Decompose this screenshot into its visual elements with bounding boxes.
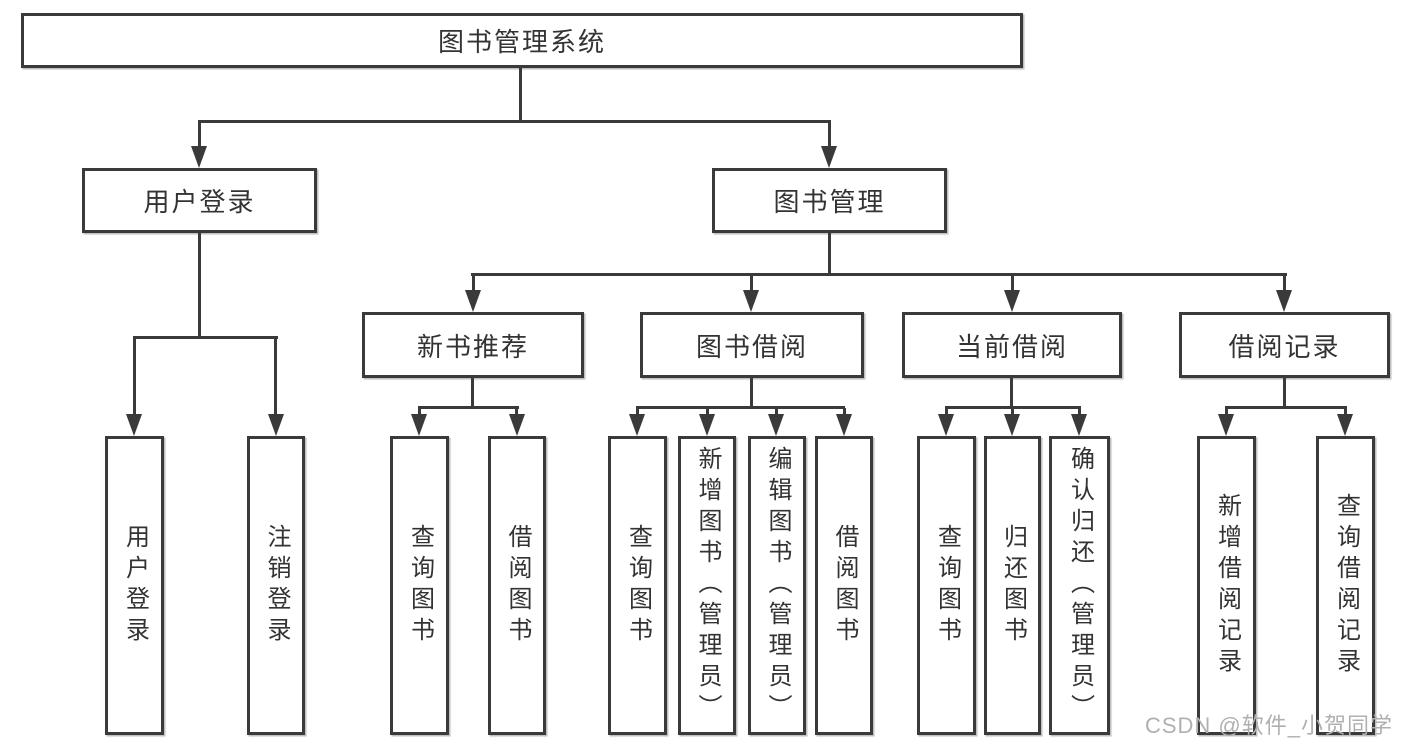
leaf-records-query: 查询借阅记录: [1316, 436, 1375, 735]
connector-to-mgmt: [828, 122, 831, 148]
arrow-down-icon: [509, 414, 525, 436]
connector-leaf-stem: [636, 408, 639, 416]
connector-login-rail: [133, 336, 278, 339]
arrow-down-icon: [629, 414, 645, 436]
connector-to-borrow: [750, 275, 753, 292]
arrow-down-icon: [268, 414, 284, 436]
connector-borrow-stem: [750, 378, 753, 408]
connector-current-rail: [945, 406, 1081, 409]
connector-leaf-stem: [775, 408, 778, 416]
arrow-down-icon: [836, 414, 852, 436]
node-borrow: 图书借阅: [640, 312, 864, 378]
connector-records-stem: [1283, 378, 1286, 408]
leaf-user-login: 用户登录: [105, 436, 164, 735]
arrow-down-icon: [743, 290, 759, 312]
connector-root-rail: [198, 120, 831, 123]
arrow-down-icon: [1337, 414, 1353, 436]
node-records: 借阅记录: [1179, 312, 1390, 378]
connector-leaf-stem: [1225, 408, 1228, 416]
connector-to-logout: [274, 339, 277, 416]
arrow-down-icon: [126, 414, 142, 436]
connector-login-stem: [198, 233, 201, 338]
leaf-newbook-borrow: 借阅图书: [488, 436, 546, 735]
leaf-borrow-borrow: 借阅图书: [815, 436, 873, 735]
connector-to-records: [1283, 275, 1286, 292]
arrow-down-icon: [1071, 414, 1087, 436]
arrow-down-icon: [821, 146, 837, 168]
arrow-down-icon: [1218, 414, 1234, 436]
node-newbook: 新书推荐: [362, 312, 584, 378]
leaf-current-return: 归还图书: [984, 436, 1041, 735]
connector-leaf-stem: [1011, 408, 1014, 416]
leaf-newbook-query: 查询图书: [390, 436, 449, 735]
arrow-down-icon: [1004, 414, 1020, 436]
leaf-logout: 注销登录: [247, 436, 305, 735]
leaf-current-query: 查询图书: [917, 436, 976, 735]
connector-leaf-stem: [945, 408, 948, 416]
node-login: 用户登录: [82, 168, 317, 233]
connector-newbook-rail: [418, 406, 519, 409]
connector-borrow-rail: [636, 406, 845, 409]
arrow-down-icon: [768, 414, 784, 436]
arrow-down-icon: [1004, 290, 1020, 312]
node-root: 图书管理系统: [21, 13, 1023, 68]
leaf-records-add: 新增借阅记录: [1197, 436, 1256, 735]
connector-current-stem: [1010, 378, 1013, 408]
node-current: 当前借阅: [902, 312, 1122, 378]
arrow-down-icon: [699, 414, 715, 436]
connector-records-rail: [1225, 406, 1347, 409]
leaf-borrow-query: 查询图书: [608, 436, 667, 735]
connector-to-current: [1011, 275, 1014, 292]
leaf-borrow-add: 新增图书（管理员）: [678, 436, 736, 735]
connector-to-newbook: [472, 275, 475, 292]
connector-mgmt-stem: [828, 233, 831, 275]
connector-leaf-stem: [706, 408, 709, 416]
arrow-down-icon: [465, 290, 481, 312]
connector-leaf-stem: [418, 408, 421, 416]
arrow-down-icon: [411, 414, 427, 436]
csdn-watermark: CSDN @软件_小贺同学: [1144, 713, 1393, 738]
leaf-current-confirm: 确认归还（管理员）: [1049, 436, 1110, 735]
connector-leaf-stem: [843, 408, 846, 416]
arrow-down-icon: [191, 146, 207, 168]
connector-leaf-stem: [515, 408, 518, 416]
arrow-down-icon: [1276, 290, 1292, 312]
leaf-borrow-edit: 编辑图书（管理员）: [748, 436, 806, 735]
arrow-down-icon: [938, 414, 954, 436]
connector-newbook-stem: [471, 378, 474, 408]
node-mgmt: 图书管理: [712, 168, 947, 233]
connector-mgmt-rail: [471, 273, 1287, 276]
connector-leaf-stem: [1078, 408, 1081, 416]
connector-leaf-stem: [1344, 408, 1347, 416]
connector-to-login: [198, 122, 201, 148]
connector-to-user-login: [133, 339, 136, 416]
connector-root-stem: [519, 68, 522, 120]
